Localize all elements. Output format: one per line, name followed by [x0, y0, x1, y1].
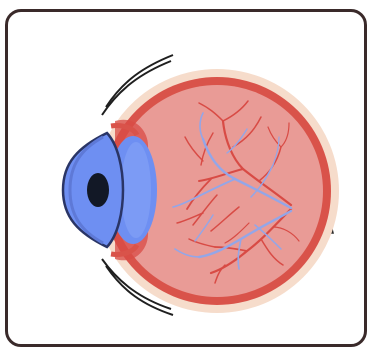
- pupil: [87, 173, 109, 207]
- eye-diagram: [8, 12, 367, 347]
- diagram-frame: [5, 9, 367, 347]
